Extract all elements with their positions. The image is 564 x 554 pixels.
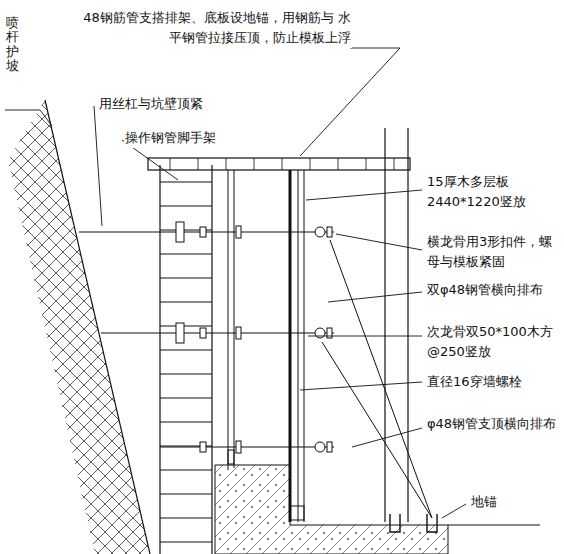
callout-note: 直径16穿墙螺栓 bbox=[426, 372, 560, 392]
tie-bolt bbox=[176, 323, 184, 343]
callout-note: 次龙骨双50*100木方@250竖放 bbox=[426, 322, 560, 362]
slope-protection bbox=[45, 100, 150, 554]
leader-line bbox=[300, 48, 400, 156]
top-steel-beam bbox=[148, 158, 410, 170]
tie-bolt bbox=[327, 442, 332, 452]
tie-bolt bbox=[101, 332, 334, 333]
top-steel-beam bbox=[170, 158, 171, 170]
steel-scaffold bbox=[160, 302, 212, 303]
tie-bolt bbox=[236, 327, 241, 339]
vertical-note: 喷杆护坡 bbox=[5, 16, 20, 73]
ground-anchor bbox=[390, 514, 400, 532]
callout-note: 横龙骨用3形扣件，螺母与模板紧固 bbox=[426, 232, 560, 272]
formwork-panel bbox=[228, 170, 304, 522]
tie-bolt bbox=[160, 446, 334, 447]
top-steel-beam bbox=[338, 158, 339, 170]
steel-scaffold bbox=[160, 278, 212, 279]
steel-scaffold bbox=[160, 326, 212, 327]
slope-protection bbox=[8, 100, 150, 554]
leader-line bbox=[94, 106, 102, 226]
tie-bolt bbox=[236, 441, 241, 453]
callout-note: 操作钢管脚手架 bbox=[124, 128, 246, 148]
steel-scaffold bbox=[160, 374, 212, 375]
steel-scaffold bbox=[160, 182, 212, 183]
steel-scaffold bbox=[160, 470, 212, 471]
leader-line bbox=[306, 190, 422, 200]
top-steel-beam bbox=[394, 158, 395, 170]
concrete-base bbox=[215, 465, 448, 554]
ground-anchor bbox=[390, 514, 437, 532]
tie-bolt bbox=[200, 328, 206, 338]
leader-line bbox=[5, 48, 466, 518]
steel-support-post bbox=[407, 128, 408, 522]
tie-bolt bbox=[327, 328, 332, 338]
slope-protection bbox=[8, 100, 150, 554]
callout-note: 15厚木多层板 2440*1220竖放 bbox=[426, 172, 560, 212]
steel-scaffold bbox=[160, 165, 212, 554]
top-steel-beam bbox=[282, 158, 283, 170]
leader-line bbox=[336, 234, 422, 250]
top-steel-beam bbox=[198, 158, 199, 170]
leader-line bbox=[300, 382, 422, 390]
leader-line bbox=[352, 428, 422, 447]
top-steel-beam bbox=[148, 158, 410, 170]
diagonal-brace bbox=[322, 240, 432, 518]
formwork-panel bbox=[228, 450, 234, 464]
steel-scaffold bbox=[159, 165, 160, 554]
formwork-panel bbox=[289, 170, 292, 522]
top-steel-beam bbox=[226, 158, 227, 170]
top-steel-beam bbox=[254, 158, 255, 170]
steel-scaffold bbox=[211, 165, 212, 554]
steel-scaffold bbox=[160, 422, 212, 423]
concrete-base bbox=[215, 465, 540, 554]
leader-line bbox=[442, 504, 466, 518]
diagonal-brace bbox=[322, 342, 432, 518]
tie-bolt bbox=[327, 227, 332, 237]
callout-note: 双φ48钢管横向排布 bbox=[426, 280, 560, 300]
concrete-base bbox=[448, 525, 540, 526]
callout-note: 用丝杠与坑壁顶紧 bbox=[98, 94, 230, 114]
tie-bolt bbox=[200, 442, 206, 452]
formwork-panel bbox=[290, 506, 304, 520]
leader-line bbox=[328, 292, 422, 302]
tie-bolt bbox=[79, 222, 334, 453]
callout-note: φ48钢管支顶横向排布 bbox=[426, 414, 560, 434]
steel-scaffold bbox=[160, 254, 212, 255]
steel-support-post bbox=[385, 128, 408, 522]
callout-note: 48钢筋管支搭排架、底板设地锚，用钢筋与 水平钢管拉接压顶，防止模板上浮 bbox=[78, 8, 352, 48]
leader-line bbox=[5, 110, 52, 126]
formwork-panel bbox=[298, 170, 299, 522]
steel-support-post bbox=[384, 128, 385, 522]
steel-scaffold bbox=[160, 206, 212, 207]
steel-scaffold bbox=[160, 518, 212, 519]
steel-scaffold bbox=[160, 398, 212, 399]
tie-bolt bbox=[200, 227, 206, 237]
formwork-panel bbox=[234, 170, 235, 468]
tie-bolt bbox=[315, 442, 325, 452]
tie-bolt bbox=[176, 222, 184, 242]
leader-line bbox=[308, 336, 422, 337]
top-steel-beam bbox=[366, 158, 367, 170]
tie-bolt bbox=[315, 227, 325, 237]
steel-scaffold bbox=[160, 494, 212, 495]
callout-note: 地锚 bbox=[470, 492, 532, 512]
ground-anchor bbox=[427, 514, 437, 532]
formwork-panel bbox=[228, 170, 229, 468]
formwork-panel bbox=[304, 170, 305, 522]
steel-scaffold bbox=[160, 350, 212, 351]
top-steel-beam bbox=[310, 158, 311, 170]
steel-scaffold bbox=[160, 542, 212, 543]
tie-bolt bbox=[315, 328, 325, 338]
tie-bolt bbox=[236, 226, 241, 238]
